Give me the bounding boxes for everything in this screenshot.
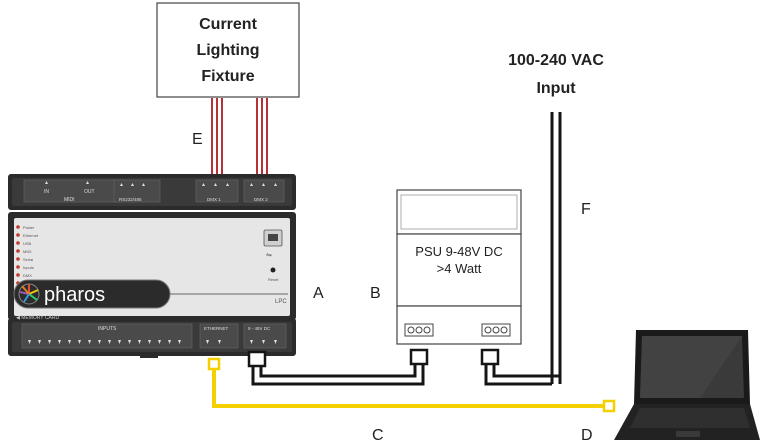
led-label-midi: MIDI bbox=[23, 249, 31, 254]
psu: PSU 9-48V DC >4 Watt bbox=[396, 189, 522, 366]
psu-ac-plug bbox=[480, 348, 500, 366]
reset-label: Reset bbox=[268, 277, 279, 282]
ethernet-label: ETHERNET bbox=[204, 326, 229, 331]
dc-power-cable bbox=[251, 362, 425, 386]
label-c: C bbox=[372, 427, 384, 444]
power-in-label: 9 - 48V DC bbox=[248, 326, 271, 331]
led-label-inputs: Inputs bbox=[23, 265, 34, 270]
fixture-label-1: Current bbox=[199, 16, 257, 33]
psu-mains-link bbox=[484, 362, 560, 386]
psu-dc-plug bbox=[409, 348, 429, 366]
status-leds: Power Ethernet USB MIDI Serial Inputs DM… bbox=[16, 225, 39, 286]
led-label-dmx: DMX bbox=[23, 273, 32, 278]
ethernet-plug-controller bbox=[207, 357, 221, 371]
laptop-icon bbox=[614, 330, 760, 440]
power-input-label-2: Input bbox=[536, 80, 576, 97]
memory-card-label: ◀ MEMORY CARD bbox=[16, 315, 59, 321]
label-b: B bbox=[370, 285, 381, 302]
dmx1-label: DMX 1 bbox=[207, 197, 221, 202]
pharos-controller: IN OUT MIDI RS232/485 DMX 1 DMX 2 bbox=[8, 174, 296, 368]
psu-label-1: PSU 9-48V DC bbox=[415, 244, 502, 259]
mains-cable bbox=[550, 112, 562, 384]
power-input-label-1: 100-240 VAC bbox=[508, 52, 604, 69]
model-label: LPC bbox=[275, 299, 287, 305]
led-label-serial: Serial bbox=[23, 257, 33, 262]
label-f: F bbox=[581, 201, 591, 218]
pharos-logo-icon bbox=[18, 283, 40, 305]
fixture-label-3: Fixture bbox=[201, 68, 254, 85]
psu-label-2: >4 Watt bbox=[437, 261, 482, 276]
dmx2-label: DMX 2 bbox=[254, 197, 268, 202]
midi-out-label: OUT bbox=[84, 189, 95, 195]
ethernet-cable bbox=[212, 366, 608, 408]
brand-logo-text: pharos bbox=[44, 284, 105, 306]
inputs-label: INPUTS bbox=[98, 326, 117, 332]
fixture-label-2: Lighting bbox=[196, 42, 259, 59]
midi-in-label: IN bbox=[44, 189, 49, 195]
label-a: A bbox=[313, 285, 324, 302]
usb-icon: ⇋ bbox=[266, 252, 272, 259]
dmx-cables bbox=[211, 98, 268, 176]
reset-button bbox=[270, 267, 276, 273]
serial-label: RS232/485 bbox=[119, 197, 142, 202]
label-d: D bbox=[581, 427, 593, 444]
ethernet-plug-laptop bbox=[602, 399, 616, 413]
label-e: E bbox=[192, 131, 203, 148]
led-label-power: Power bbox=[23, 225, 35, 230]
dc-plug-controller bbox=[247, 350, 267, 368]
led-label-ethernet: Ethernet bbox=[23, 233, 39, 238]
midi-label: MIDI bbox=[64, 197, 75, 203]
lighting-fixture: Current Lighting Fixture bbox=[156, 2, 300, 98]
led-label-usb: USB bbox=[23, 241, 32, 246]
